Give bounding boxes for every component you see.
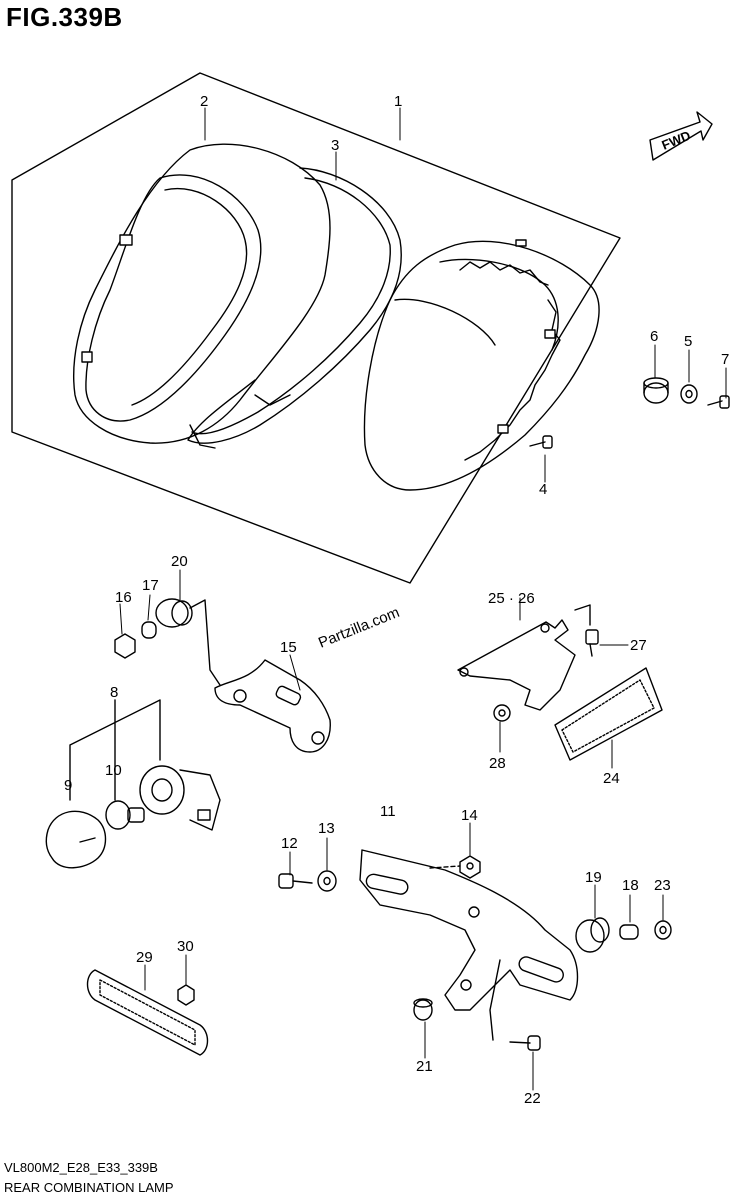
figure-code: VL800M2_E28_E33_339B	[4, 1160, 158, 1175]
reflector-part-29	[86, 969, 209, 1056]
collar-part-18	[619, 924, 639, 940]
callout-2: 2	[200, 93, 208, 110]
leader-14	[429, 865, 461, 869]
callout-1: 1	[394, 93, 402, 110]
callout-3: 3	[331, 137, 339, 154]
callout-24: 24	[603, 770, 620, 787]
bulb-part-10	[105, 800, 145, 830]
screw-part-7	[707, 395, 730, 409]
callout-29: 29	[136, 949, 153, 966]
callout-11: 11	[380, 803, 396, 820]
callout-22: 22	[524, 1090, 541, 1107]
callout-10: 10	[105, 762, 122, 779]
nut-part-28	[493, 704, 511, 722]
callout-7: 7	[721, 351, 729, 368]
nut-part-23	[654, 920, 672, 940]
figure-name: REAR COMBINATION LAMP	[4, 1180, 174, 1195]
fwd-arrow-icon: FWD	[649, 111, 713, 161]
callout-20: 20	[171, 553, 188, 570]
nut-part-30	[177, 984, 195, 1006]
leader-8-9-10	[69, 699, 161, 801]
lens-cover-part	[73, 143, 331, 444]
callout-17: 17	[142, 577, 159, 594]
assembly-box	[11, 72, 621, 584]
washer-part-5	[680, 384, 698, 404]
bolt-part-12	[278, 873, 313, 889]
callout-27: 27	[630, 637, 647, 654]
callout-15: 15	[280, 639, 297, 656]
callout-18: 18	[622, 877, 639, 894]
callout-13: 13	[318, 820, 335, 837]
callout-5: 5	[684, 333, 692, 350]
nut-part-16	[114, 633, 136, 659]
reflector-part-24	[554, 667, 663, 761]
callout-28: 28	[489, 755, 506, 772]
callout-8: 8	[110, 684, 118, 701]
callout-14: 14	[461, 807, 478, 824]
callout-4: 4	[539, 481, 547, 498]
callout-21: 21	[416, 1058, 433, 1075]
callout-23: 23	[654, 877, 671, 894]
bulb-part-17	[141, 621, 157, 639]
callout-9: 9	[64, 777, 72, 794]
callout-30: 30	[177, 938, 194, 955]
lamp-housing-part	[363, 239, 600, 491]
screw-part-27	[585, 629, 599, 657]
lens-part-9	[45, 810, 107, 869]
callout-6: 6	[650, 328, 658, 345]
gasket-part	[187, 167, 402, 449]
grommet-part-6	[643, 377, 669, 404]
leader-lines	[119, 107, 727, 1091]
nut-part-21	[413, 998, 433, 1021]
washer-part-13	[317, 870, 337, 892]
bracket-part-11	[359, 849, 579, 1041]
bracket-part-15	[214, 659, 331, 753]
callout-numbers: 1 2 3 4 5 6 7 8 9 10 11 12 13 14 15 16 1…	[64, 93, 729, 1107]
bracket-part-25-26	[457, 604, 591, 711]
grommet-part-19	[575, 917, 610, 953]
callout-12: 12	[281, 835, 298, 852]
screw-part-4	[529, 435, 553, 449]
socket-part-8	[139, 765, 221, 831]
svg-text:FWD: FWD	[660, 128, 693, 153]
callout-25-26: 25 · 26	[488, 590, 535, 607]
grommet-part-20	[155, 598, 193, 628]
callout-19: 19	[585, 869, 602, 886]
leader-20-15	[189, 599, 221, 686]
bolt-part-22	[509, 1035, 541, 1051]
callout-16: 16	[115, 589, 132, 606]
figure-title: FIG.339B	[6, 2, 123, 32]
nut-part-14	[459, 855, 481, 879]
